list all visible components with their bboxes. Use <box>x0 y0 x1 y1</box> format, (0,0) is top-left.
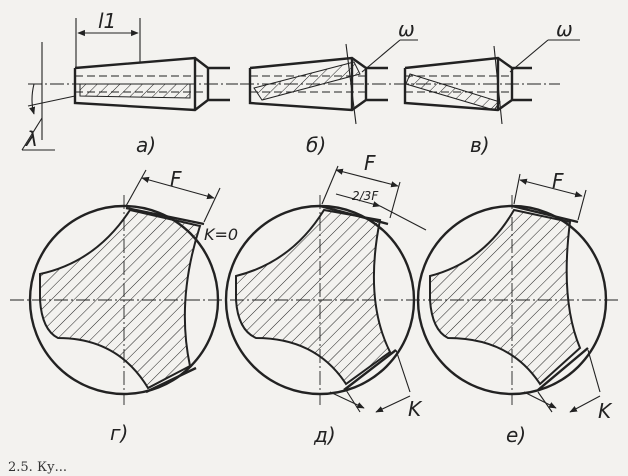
view-b: ω б) <box>240 17 420 157</box>
two-thirds-F-dimension <box>335 193 381 208</box>
caption-b: б) <box>306 133 326 157</box>
K0-label: K=0 <box>204 225 238 244</box>
hatched-section-d <box>235 208 392 386</box>
tool-outline <box>248 56 388 112</box>
hatched-flute <box>253 61 361 101</box>
F-label-d: F <box>364 151 376 175</box>
hatched-section-e <box>429 208 582 386</box>
F-label-e: F <box>552 169 564 193</box>
caption-g: г) <box>110 421 128 445</box>
tool-outline <box>403 56 532 112</box>
caption-d: д) <box>313 423 336 447</box>
hatched-section-g <box>39 208 202 390</box>
tool-outline <box>73 56 230 112</box>
K-label-e: K <box>598 399 613 423</box>
caption-e: е) <box>506 423 526 447</box>
two-thirds-F-label: 2/3F <box>352 189 379 203</box>
view-a: l1 λ а) <box>21 9 238 157</box>
view-e: F K е) <box>416 169 613 447</box>
omega-label-v: ω <box>556 17 573 41</box>
view-d: F 2/3F K д) <box>224 151 427 447</box>
K-label-d: K <box>408 397 423 421</box>
view-v: ω в) <box>395 17 580 157</box>
view-g: F K=0 г) <box>28 167 238 445</box>
caption-a: а) <box>136 133 156 157</box>
F-dimension-e <box>519 178 583 198</box>
omega-label-b: ω <box>398 17 415 41</box>
F-dimension-d <box>335 168 399 188</box>
l1-label: l1 <box>98 9 116 33</box>
lambda-label: λ <box>25 127 38 151</box>
caption-v: в) <box>470 133 490 157</box>
figure-caption: 2.5. Ку... <box>8 460 68 475</box>
F-label-g: F <box>170 167 182 191</box>
hatched-flute <box>79 83 191 99</box>
F-dimension-g <box>141 176 215 200</box>
